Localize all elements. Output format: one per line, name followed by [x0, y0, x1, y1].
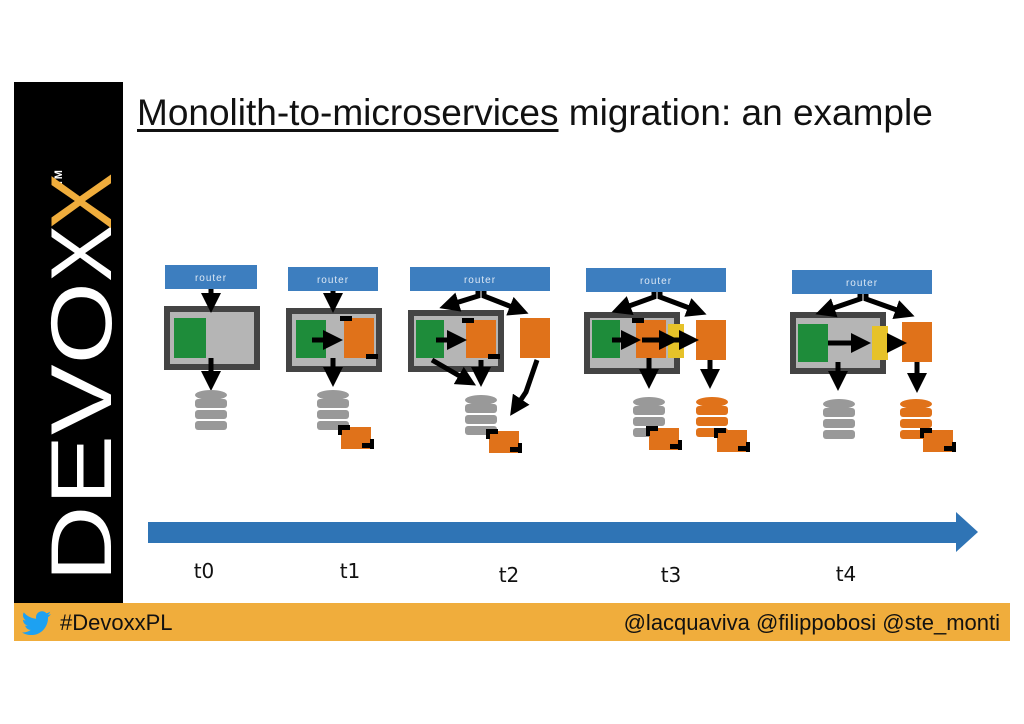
- monolith-module: [798, 324, 828, 362]
- logo-text-x1: X: [34, 225, 123, 282]
- footer-bar: #DevoxxPL @lacquaviva @filippobosi @ste_…: [14, 603, 1010, 641]
- timeline-arrow: [148, 512, 978, 552]
- stage-label-t3: t3: [661, 563, 682, 587]
- devoxx-logo: TM DEVO X X: [34, 170, 123, 582]
- router-label: router: [195, 273, 227, 284]
- microservice: [696, 320, 726, 360]
- title-underlined: Monolith-to-microservices: [137, 92, 559, 133]
- service-database: [486, 429, 522, 453]
- stage-t2: router: [408, 267, 550, 453]
- extracted-service: [344, 318, 374, 358]
- router-bar: [165, 265, 257, 289]
- router-bar: [288, 267, 378, 291]
- adapter: [872, 326, 888, 360]
- router-label: router: [464, 275, 496, 286]
- router-bar: [792, 270, 932, 294]
- service-database: [920, 428, 956, 452]
- logo-tm: TM: [53, 170, 65, 186]
- stage-label-t4: t4: [836, 562, 857, 586]
- logo-text-x2: X: [34, 173, 123, 230]
- microservice: [902, 322, 932, 362]
- footer-handles: @lacquaviva @filippobosi @ste_monti: [623, 610, 1000, 635]
- stage-t1: router: [286, 267, 382, 449]
- monolith-database: [317, 390, 349, 430]
- stage-t0: router: [164, 265, 260, 430]
- router-label: router: [317, 275, 349, 286]
- footer-hashtag: #DevoxxPL: [60, 610, 173, 635]
- monolith-database: [195, 390, 227, 430]
- extracted-service: [466, 320, 496, 358]
- twitter-icon: [22, 611, 51, 635]
- monolith-module: [174, 318, 206, 358]
- stage-t4: router: [790, 270, 956, 452]
- stage-label-t1: t1: [340, 559, 361, 583]
- stage-t3: router: [584, 268, 750, 452]
- service-database: [714, 428, 750, 452]
- microservice: [520, 318, 550, 358]
- router-label: router: [640, 276, 672, 287]
- router-label: router: [846, 278, 878, 289]
- title-rest: migration: an example: [558, 92, 933, 133]
- service-database: [646, 426, 682, 450]
- router-bar: [410, 267, 550, 291]
- router-bar: [586, 268, 726, 292]
- logo-text-devo: DEVO: [34, 282, 123, 582]
- devoxx-sidebar: TM DEVO X X: [14, 82, 123, 603]
- service-database: [338, 425, 374, 449]
- slide-title: Monolith-to-microservices migration: an …: [137, 88, 933, 138]
- stage-label-t2: t2: [499, 563, 520, 587]
- monolith-database: [823, 399, 855, 439]
- stage-label-t0: t0: [194, 559, 215, 583]
